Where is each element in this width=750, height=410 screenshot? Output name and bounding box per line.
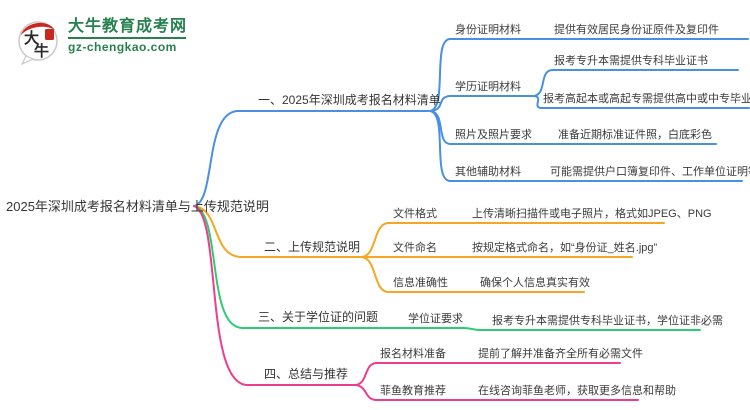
branch1-leaf-other-label: 可能需提供户口簿复印件、工作单位证明等 — [550, 166, 750, 178]
branch4-leaf-prepare-label: 提前了解并准备齐全所有必需文件 — [478, 348, 643, 360]
branch1-label: 一、2025年深圳成考报名材料清单 — [258, 93, 441, 107]
branch1-sub-edu-label: 学历证明材料 — [455, 81, 521, 93]
branch4-leaf-recommend-label: 在线咨询菲鱼老师，获取更多信息和帮助 — [478, 385, 676, 397]
wire-root-b2 — [193, 205, 244, 259]
branch3-label: 三、关于学位证的问题 — [258, 310, 379, 324]
branch1-leaf-id-label: 提供有效居民身份证原件及复印件 — [554, 24, 719, 36]
wire-b4-c2 — [355, 384, 377, 401]
branch2-leaf-accuracy-label: 确保个人信息真实有效 — [480, 277, 590, 289]
wire-b1-c4 — [429, 110, 451, 182]
branch1-sub-photo-label: 照片及照片要求 — [455, 129, 532, 141]
branch2-sub-naming-label: 文件命名 — [393, 242, 437, 254]
brand-domain: gz-chengkao.com — [68, 40, 177, 54]
wire-c2-leaf2 — [533, 95, 542, 109]
wire-b4-c1 — [355, 362, 377, 386]
branch2-leaf-naming-label: 按规定格式命名，如“身份证_姓名.jpg” — [472, 242, 658, 254]
icon-char-top: 大 — [24, 29, 39, 47]
branch1-leaf-photo-label: 准备近期标准证件照，白底彩色 — [558, 129, 712, 141]
branch4-label: 四、总结与推荐 — [264, 367, 349, 381]
root-node-label: 2025年深圳成考报名材料清单与上传规范说明 — [6, 199, 269, 214]
wire-b1-c1 — [429, 38, 451, 112]
branch2-sub-format-label: 文件格式 — [393, 208, 437, 220]
branch1-sub-other-label: 其他辅助材料 — [455, 166, 521, 178]
branch1-leaf-edu2-label: 报考高起本或高起专需提供高中或中专毕业证书 — [543, 93, 750, 105]
wire-b2-c1 — [361, 222, 389, 258]
wire-b1-c2 — [429, 95, 451, 112]
wire-root-b1 — [193, 110, 238, 207]
branch3-leaf-degree-label: 报考专升本需提供专科毕业证书，学位证非必需 — [492, 315, 723, 327]
wire-b2-c3 — [361, 256, 389, 293]
brand-divider — [68, 37, 186, 39]
branch4-sub-prepare-label: 报名材料准备 — [380, 348, 446, 360]
wire-root-b4 — [193, 205, 249, 387]
branch1-leaf-edu1-label: 报考专升本需提供专科毕业证书 — [554, 55, 708, 67]
branch1-sub-id-label: 身份证明材料 — [455, 24, 521, 36]
branch3-sub-degree-label: 学位证要求 — [408, 313, 463, 325]
wire-b3c1-leaf — [463, 327, 481, 331]
branch2-label: 二、上传规范说明 — [264, 240, 361, 254]
icon-char-bottom: 牛 — [34, 42, 49, 60]
branch2-sub-accuracy-label: 信息准确性 — [393, 277, 448, 289]
branch2-leaf-format-label: 上传清晰扫描件或电子照片，格式如JPEG、PNG — [472, 208, 712, 220]
branch4-sub-recommend-label: 菲鱼教育推荐 — [380, 385, 446, 397]
wire-c2-leaf1 — [533, 69, 553, 97]
site-logo: 大 牛 大牛教育成考网 gz-chengkao.com — [10, 14, 210, 72]
daniu-bubble-icon: 大 牛 — [12, 16, 64, 68]
wire-root-b3 — [193, 205, 244, 330]
brand-title: 大牛教育成考网 — [68, 18, 188, 35]
